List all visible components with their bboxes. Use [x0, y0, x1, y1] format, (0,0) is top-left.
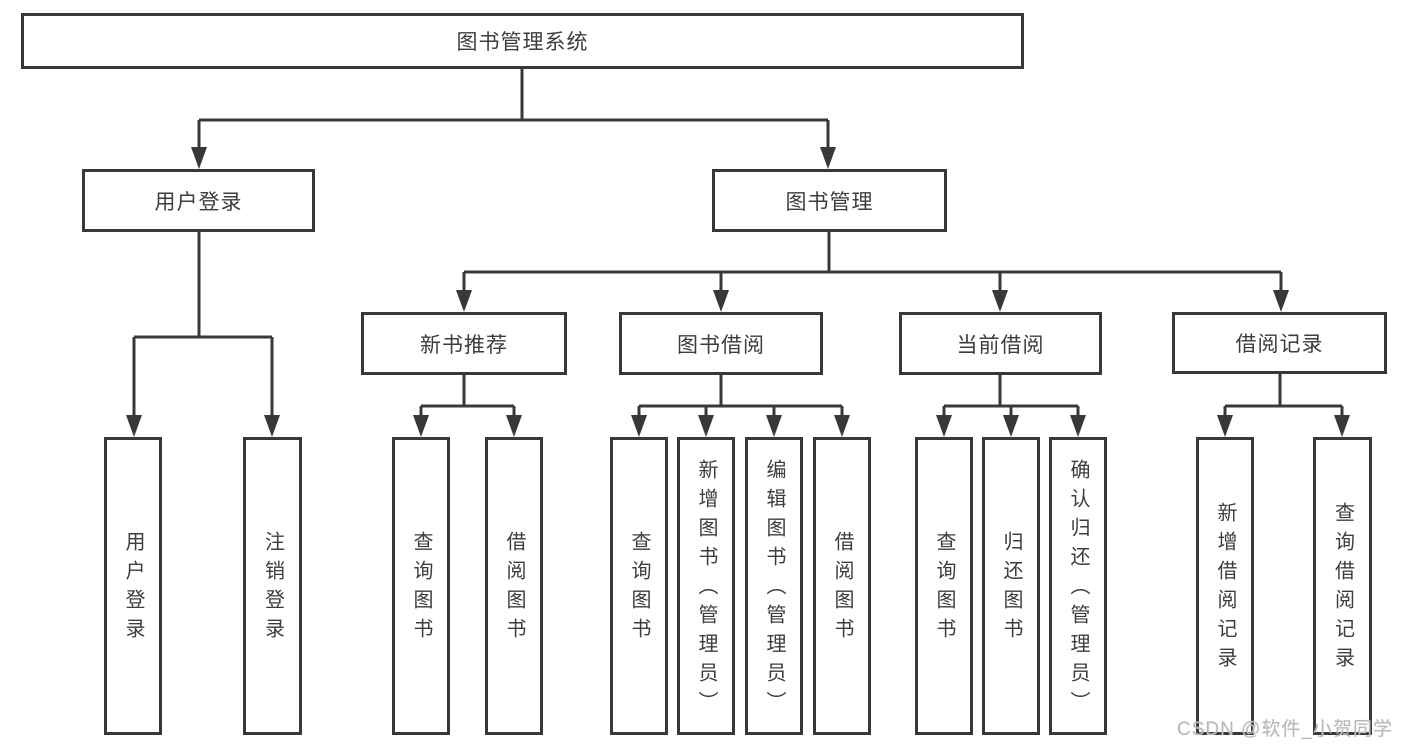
connector-current-borrow — [942, 375, 1080, 418]
connector-new-book — [419, 375, 516, 418]
node-library-system: 图书管理系统 — [21, 13, 1024, 69]
leaf-user-login: 用户登录 — [104, 437, 162, 735]
leaf-query-book-borrow: 查询图书 — [610, 437, 668, 735]
leaf-query-book-current: 查询图书 — [915, 437, 973, 735]
leaf-add-borrow-record: 新增借阅记录 — [1196, 437, 1254, 735]
leaf-borrow-book: 借阅图书 — [813, 437, 871, 735]
connector-book-management — [462, 232, 1283, 292]
node-current-borrow: 当前借阅 — [899, 312, 1102, 375]
leaf-confirm-return-admin: 确认归还（管理员） — [1049, 437, 1107, 735]
node-new-book-recommend: 新书推荐 — [361, 312, 567, 375]
leaf-add-book-admin: 新增图书（管理员） — [677, 437, 735, 735]
connector-root — [197, 69, 830, 150]
node-user-login: 用户登录 — [82, 169, 315, 232]
node-book-borrow: 图书借阅 — [619, 312, 823, 375]
leaf-return-book: 归还图书 — [982, 437, 1040, 735]
watermark: CSDN @软件_小贺同学 — [1177, 719, 1393, 740]
leaf-edit-book-admin: 编辑图书（管理员） — [745, 437, 803, 735]
leaf-logout: 注销登录 — [243, 437, 302, 735]
leaf-borrow-book-recommend: 借阅图书 — [485, 437, 543, 735]
arrowheads — [126, 147, 1350, 437]
connector-user-login — [132, 232, 274, 418]
leaf-query-borrow-record: 查询借阅记录 — [1313, 437, 1372, 735]
connector-book-borrow — [637, 375, 844, 418]
node-book-management: 图书管理 — [712, 169, 947, 232]
node-borrow-records: 借阅记录 — [1172, 312, 1387, 374]
connector-borrow-records — [1223, 374, 1344, 418]
leaf-query-book-recommend: 查询图书 — [392, 437, 450, 735]
